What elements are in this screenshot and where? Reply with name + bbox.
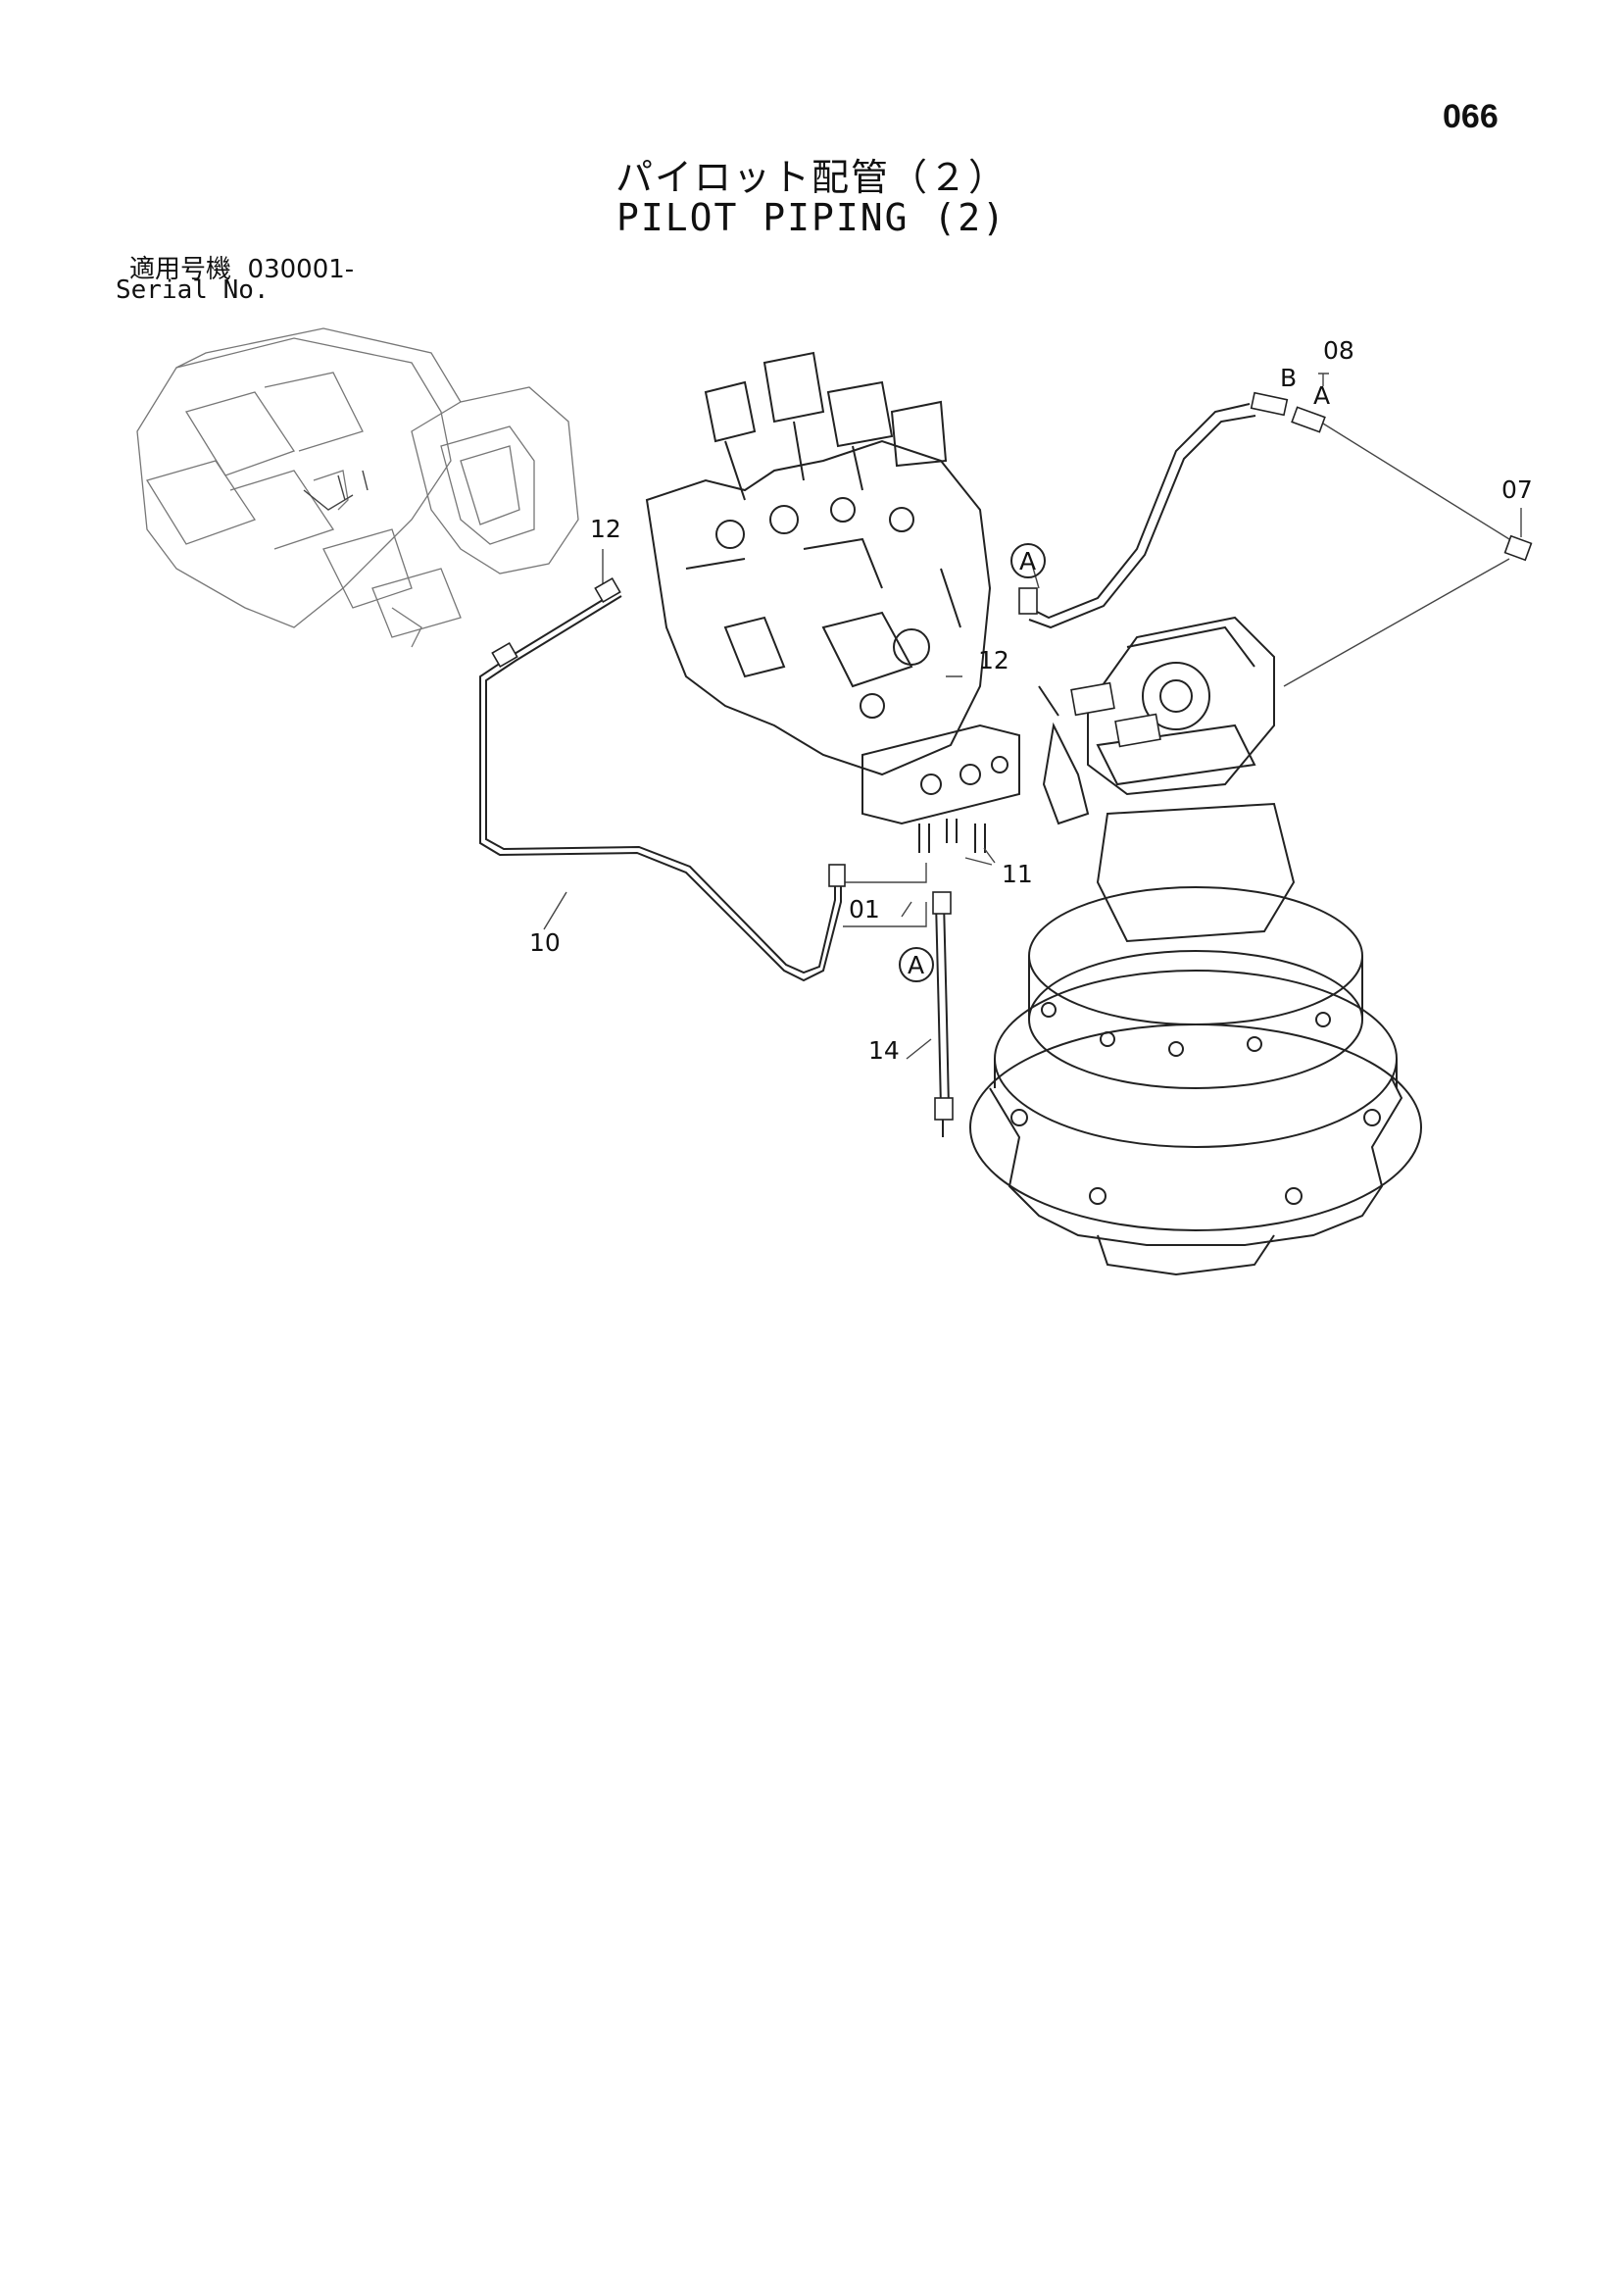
hose-08 bbox=[1018, 391, 1510, 629]
ref-a-upper: A bbox=[1019, 547, 1036, 575]
serial-value: 030001- bbox=[247, 255, 355, 284]
callout-10: 10 bbox=[529, 928, 561, 957]
hose-14 bbox=[932, 891, 954, 1137]
callout-08: 08 bbox=[1323, 336, 1354, 365]
serial-label-jp-text: 適用号機 bbox=[129, 255, 232, 284]
callout-07: 07 bbox=[1501, 475, 1533, 504]
page-title-jp: パイロット配管（２） bbox=[615, 156, 1008, 199]
leader-lines bbox=[543, 373, 1522, 1060]
ref-a-lower: A bbox=[908, 951, 924, 979]
callout-14: 14 bbox=[868, 1036, 900, 1065]
elbow-07 bbox=[1283, 534, 1533, 687]
control-valve bbox=[645, 351, 1020, 853]
ref-a-circle-upper bbox=[1010, 543, 1046, 578]
page-number: 066 bbox=[1443, 98, 1499, 135]
callout-01: 01 bbox=[849, 895, 880, 923]
pilot-tube-10 bbox=[479, 576, 846, 982]
ref-a-circle-lower bbox=[899, 947, 934, 982]
callout-11: 11 bbox=[1002, 860, 1033, 888]
port-b-label: B bbox=[1280, 364, 1297, 392]
swing-motor bbox=[969, 616, 1422, 1276]
callout-12-left: 12 bbox=[590, 515, 621, 543]
serial-label-jp: 適用号機 030001- bbox=[129, 249, 354, 285]
serial-label-en: Serial No. bbox=[116, 275, 270, 305]
page-title-en: PILOT PIPING (2) bbox=[615, 196, 1008, 239]
callout-12-right: 12 bbox=[978, 646, 1009, 674]
excavator-overview bbox=[136, 327, 579, 648]
callouts: 12 12 11 01 10 14 08 B A 07 A A bbox=[529, 336, 1533, 1065]
port-a-label: A bbox=[1313, 381, 1330, 410]
